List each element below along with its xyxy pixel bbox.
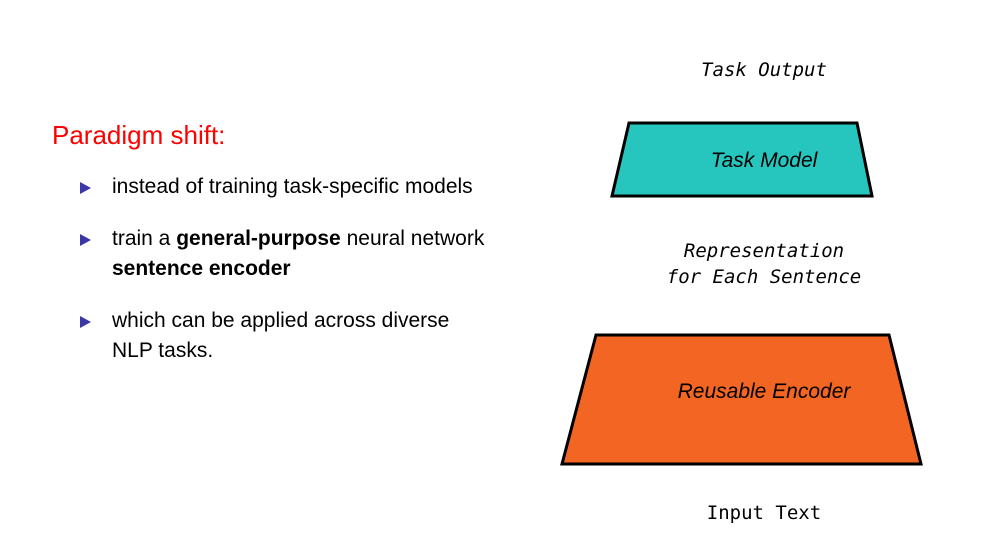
representation-label-line2: for Each Sentence <box>666 266 862 288</box>
task-output-label: Task Output <box>701 59 827 81</box>
list-item: which can be applied across diverse NLP … <box>52 306 492 366</box>
left-content-column: Paradigm shift: instead of training task… <box>52 118 492 366</box>
bullet-list: instead of training task-specific models… <box>52 172 492 366</box>
encoder-diagram: Task Output Task Model Representation fo… <box>520 0 1008 539</box>
triangle-right-icon <box>80 316 91 328</box>
page-title: Paradigm shift: <box>52 120 226 150</box>
representation-label: Representation for Each Sentence <box>520 238 1008 290</box>
reusable-encoder-label: Reusable Encoder <box>677 380 851 403</box>
list-item-text: which can be applied across diverse NLP … <box>112 309 450 362</box>
input-text-label: Input Text <box>706 502 822 524</box>
triangle-right-icon <box>80 234 91 246</box>
list-item: instead of training task-specific models <box>52 172 492 202</box>
list-item-text: instead of training task-specific models <box>112 175 473 198</box>
representation-label-line1: Representation <box>683 240 845 262</box>
list-item: train a general-purpose neural network s… <box>52 224 492 284</box>
list-item-text: train a general-purpose neural network s… <box>112 227 485 280</box>
triangle-right-icon <box>80 182 91 194</box>
task-model-label: Task Model <box>710 149 818 172</box>
